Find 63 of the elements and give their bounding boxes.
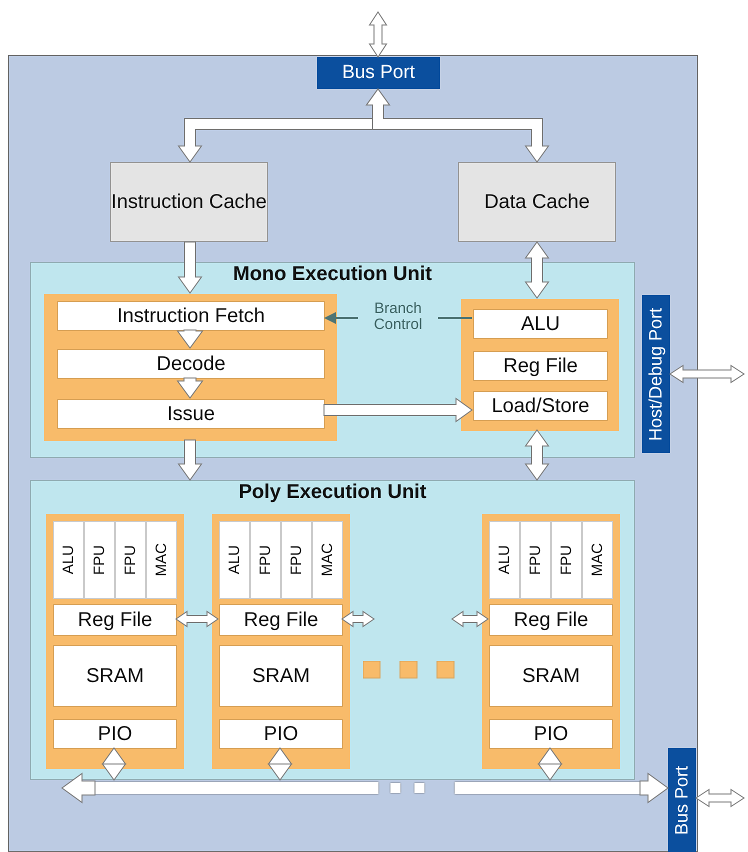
arrow [524,429,550,481]
function-unit-cell: MAC [312,521,343,599]
execution-box: ALU [473,309,608,339]
function-unit-cell: ALU [53,521,84,599]
arrow [324,398,473,422]
panel-title: Poly Execution Unit [238,482,426,503]
arrow [451,610,489,628]
cache-box: Data Cache [458,162,616,242]
register-file-box: Reg File [53,604,177,636]
arrow [669,364,745,384]
function-unit-cell: MAC [146,521,177,599]
processing-element-frame [46,514,184,769]
stage-box: Issue [57,399,325,429]
cache-box: Instruction Cache [110,162,268,242]
function-unit-cell: FPU [84,521,115,599]
memory-box: SRAM [53,645,177,707]
arrow [175,610,219,628]
memory-box: SRAM [489,645,613,707]
bus-bar [95,780,640,796]
arrow [268,747,292,781]
function-unit-cell: FPU [551,521,582,599]
io-box: PIO [489,719,613,749]
io-box: PIO [219,719,343,749]
processing-element-frame [212,514,350,769]
execution-frame [461,299,619,431]
arrow [176,378,204,399]
arrow [640,772,669,804]
function-unit-cell: FPU [281,521,312,599]
bus-port-label: Bus Port [317,57,440,89]
execution-box: Load/Store [473,391,608,421]
chip-block [8,55,698,852]
arrow [178,242,202,294]
arrow [176,330,204,349]
unit-panel [30,262,635,458]
host-port-label: Host/Debug Port [642,295,670,453]
function-unit-cell: MAC [582,521,613,599]
function-unit-cell: FPU [250,521,281,599]
pipeline-frame [44,294,337,441]
arrow [366,88,550,163]
arrow [538,747,562,781]
function-unit-cell: ALU [489,521,520,599]
bus-port-label: Bus Port [668,748,696,852]
io-box: PIO [53,719,177,749]
register-file-box: Reg File [489,604,613,636]
register-file-box: Reg File [219,604,343,636]
function-unit-cell: ALU [219,521,250,599]
panel-title: Mono Execution Unit [233,264,432,285]
arrow [368,11,388,58]
function-unit-cell: FPU [520,521,551,599]
arrow [341,610,375,628]
arrow [695,788,745,808]
stage-box: Decode [57,349,325,379]
memory-box: SRAM [219,645,343,707]
edge-label: Branch Control [358,301,438,332]
execution-box: Reg File [473,351,608,381]
unit-panel [30,480,635,780]
processing-element-frame [482,514,620,769]
arrow [102,747,126,781]
arrow [524,241,550,299]
stage-box: Instruction Fetch [57,301,325,331]
arrow [178,440,202,481]
function-unit-cell: FPU [115,521,146,599]
arrow [61,772,96,804]
